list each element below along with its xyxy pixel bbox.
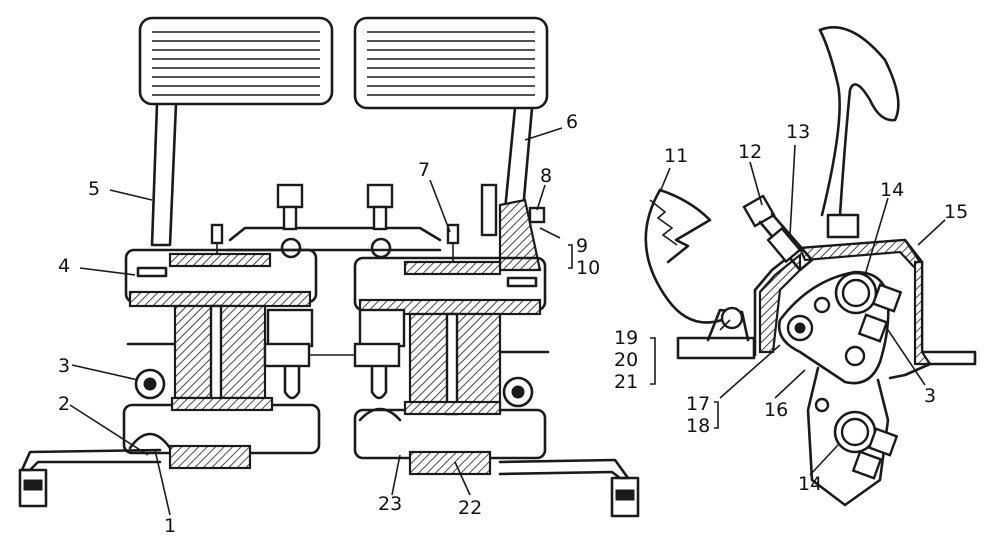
- adjuster-nut: [528, 206, 546, 224]
- right-pedal-pad: [353, 16, 549, 110]
- pedal-arms: [150, 102, 534, 247]
- upper-housing: [124, 248, 547, 316]
- linkage-plate: [777, 270, 890, 385]
- label-23: 23: [378, 493, 402, 515]
- left-pedal-pad: [138, 16, 334, 106]
- hand-lever: [818, 26, 900, 217]
- label-15: 15: [944, 201, 968, 223]
- ratchet-quadrant: [644, 188, 724, 324]
- label-3: 3: [58, 355, 70, 377]
- adjusting-bolt: [742, 194, 814, 272]
- label-9: 9: [576, 235, 588, 257]
- foot-rest-arms: [18, 448, 640, 518]
- label-14: 14: [880, 179, 904, 201]
- lower-housing: [122, 368, 547, 476]
- leader-lines: [69, 127, 946, 516]
- label-13: 13: [786, 121, 810, 143]
- stop-bolt: [480, 183, 498, 237]
- label-8: 8: [540, 165, 552, 187]
- top-linkage: [210, 183, 460, 262]
- label-16: 16: [764, 399, 788, 421]
- lever-housing: [753, 213, 977, 380]
- side-lever-view: [644, 26, 977, 507]
- label-7: 7: [418, 159, 430, 181]
- label-12: 12: [738, 141, 762, 163]
- shafts: [806, 271, 903, 507]
- label-6: 6: [566, 111, 578, 133]
- label-22: 22: [458, 497, 482, 519]
- label-10: 10: [576, 257, 600, 279]
- label-14-lower: 14: [798, 473, 822, 495]
- label-4: 4: [58, 255, 70, 277]
- right-hub-bracket: [498, 198, 542, 272]
- twin-pedal-front-view: [18, 16, 640, 518]
- pawl-and-base: [676, 306, 756, 360]
- label-20: 20: [614, 349, 638, 371]
- label-2: 2: [58, 393, 70, 415]
- label-3-right: 3: [924, 385, 936, 407]
- label-17: 17: [686, 393, 710, 415]
- label-21: 21: [614, 371, 638, 393]
- label-19: 19: [614, 327, 638, 349]
- label-11: 11: [664, 145, 688, 167]
- label-5: 5: [88, 178, 100, 200]
- label-1: 1: [164, 515, 176, 537]
- callout-labels: 1 2 3 4 5 6 7 8 9 10 11 12 13 14 15 16 1…: [58, 111, 968, 537]
- label-18: 18: [686, 415, 710, 437]
- cross-shafts: [126, 304, 550, 416]
